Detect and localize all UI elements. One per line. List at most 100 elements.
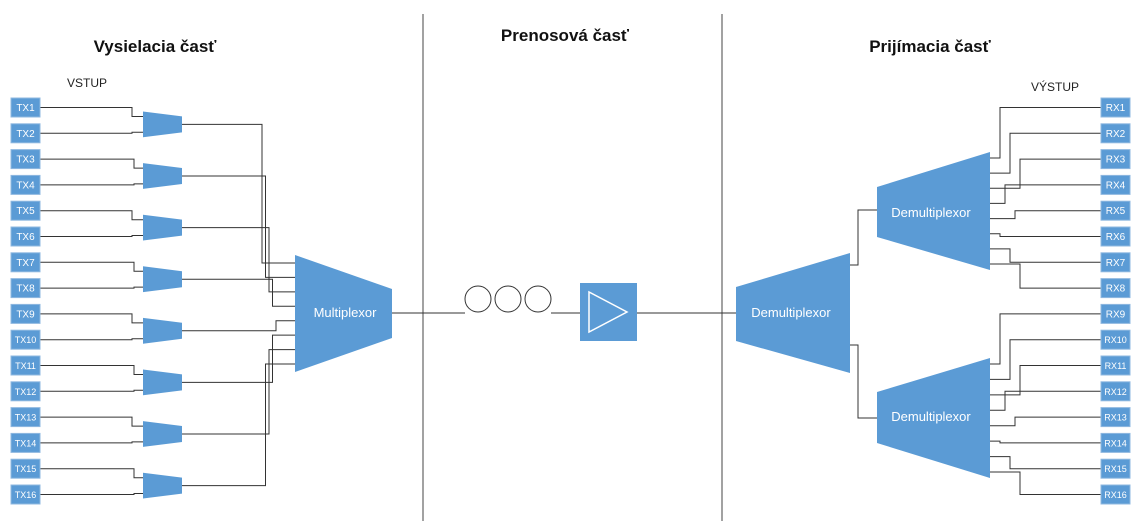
- tx-box: [10, 303, 41, 324]
- tx-box: [10, 484, 41, 505]
- tx-input-8: TX8: [10, 278, 41, 299]
- tx-box: [10, 97, 41, 118]
- rx-output-3: RX3: [1100, 149, 1131, 170]
- tx-label: TX1: [16, 103, 35, 114]
- rx-wire: [990, 365, 1101, 396]
- rx-box: [1100, 174, 1131, 195]
- tx-input-10: TX10: [10, 329, 41, 350]
- tx-wire: [40, 365, 143, 375]
- rx-output-6: RX6: [1100, 226, 1131, 247]
- tx-box: [10, 407, 41, 428]
- tx-label: TX12: [15, 387, 37, 397]
- rx-output-12: RX12: [1100, 381, 1131, 402]
- rx-output-11: RX11: [1100, 355, 1131, 376]
- rx-box: [1100, 97, 1131, 118]
- tx-input-7: TX7: [10, 252, 41, 273]
- tx-label: TX6: [16, 232, 35, 243]
- combiner-7: [143, 421, 182, 447]
- tx-input-13: TX13: [10, 407, 41, 428]
- rx-label: RX10: [1104, 335, 1127, 345]
- rx-wire: [990, 339, 1101, 380]
- branch-wire-lower: [850, 344, 877, 419]
- tx-label: TX9: [16, 309, 35, 320]
- fiber-coil-icon: [464, 285, 552, 313]
- rx-output-16: RX16: [1100, 484, 1131, 505]
- rx-wire: [990, 233, 1101, 237]
- receiver-outputs: RX1RX2RX3RX4RX5RX6RX7RX8RX9RX10RX11RX12R…: [1100, 97, 1131, 505]
- demultiplexor-main-label: Demultiplexor: [751, 305, 831, 320]
- branch-wire-upper: [850, 209, 877, 266]
- tx-input-12: TX12: [10, 381, 41, 402]
- tx-wire: [40, 131, 143, 134]
- rx-box: [1100, 278, 1131, 299]
- rx-wire: [990, 132, 1101, 174]
- combiner-wire: [182, 227, 295, 293]
- tx-box: [10, 432, 41, 453]
- tx-box: [10, 174, 41, 195]
- rx-wire: [990, 107, 1101, 159]
- tx-label: TX2: [16, 129, 35, 140]
- tx-input-6: TX6: [10, 226, 41, 247]
- combiner-2: [143, 163, 182, 189]
- rx-wire: [990, 184, 1101, 204]
- output-label: VÝSTUP: [1031, 79, 1079, 94]
- tx-input-3: TX3: [10, 149, 41, 170]
- rx-wire: [990, 440, 1101, 444]
- rx-wire: [990, 313, 1101, 365]
- rx-wire: [990, 263, 1101, 289]
- rx-output-9: RX9: [1100, 303, 1131, 324]
- rx-wire: [990, 456, 1101, 470]
- combiner-8: [143, 472, 182, 499]
- rx-label: RX6: [1106, 232, 1126, 243]
- rx-label: RX12: [1104, 387, 1127, 397]
- demultiplexor-main-block: [736, 253, 850, 373]
- rx-output-15: RX15: [1100, 458, 1131, 479]
- rx-wire: [990, 248, 1101, 263]
- rx-label: RX15: [1104, 464, 1127, 474]
- first-stage-combiners: [143, 111, 182, 499]
- tx-wire: [40, 389, 143, 392]
- tx-wire: [40, 441, 143, 444]
- rx-label: RX8: [1106, 284, 1126, 295]
- rx-label: RX5: [1106, 206, 1126, 217]
- combiner-wire: [182, 363, 295, 487]
- demultiplexor-upper-label: Demultiplexor: [891, 205, 971, 220]
- tx-input-2: TX2: [10, 123, 41, 144]
- rx-box: [1100, 149, 1131, 170]
- rx-output-14: RX14: [1100, 432, 1131, 453]
- rx-wire: [990, 158, 1101, 189]
- rx-output-10: RX10: [1100, 329, 1131, 350]
- tx-wire: [40, 313, 143, 324]
- receive-section-title: Prijímacia časť: [869, 37, 991, 56]
- combiner-wire: [182, 320, 295, 332]
- rx-output-8: RX8: [1100, 278, 1131, 299]
- rx-wire: [990, 210, 1101, 220]
- rx-label: RX13: [1104, 413, 1127, 423]
- rx-output-7: RX7: [1100, 252, 1131, 273]
- tx-wire: [40, 286, 143, 289]
- tx-input-4: TX4: [10, 174, 41, 195]
- tx-box: [10, 200, 41, 221]
- tx-input-1: TX1: [10, 97, 41, 118]
- demultiplexor-lower-label: Demultiplexor: [891, 409, 971, 424]
- tx-input-9: TX9: [10, 303, 41, 324]
- tx-box: [10, 355, 41, 376]
- rx-box: [1100, 200, 1131, 221]
- rx-box: [1100, 432, 1131, 453]
- tx-label: TX16: [15, 490, 37, 500]
- tx-label: TX7: [16, 258, 35, 269]
- rx-box: [1100, 381, 1131, 402]
- tx-wire: [40, 158, 143, 169]
- rx-label: RX14: [1104, 438, 1127, 448]
- input-label: VSTUP: [67, 76, 107, 90]
- rx-label: RX11: [1105, 361, 1127, 371]
- amplifier-triangle-icon: [580, 283, 637, 341]
- combiner-4: [143, 266, 182, 293]
- rx-label: RX9: [1106, 309, 1126, 320]
- rx-label: RX4: [1106, 180, 1126, 191]
- tx-label: TX13: [15, 413, 37, 423]
- rx-box: [1100, 484, 1131, 505]
- tx-wire: [40, 183, 143, 186]
- rx-wire: [990, 471, 1101, 495]
- rx-output-2: RX2: [1100, 123, 1131, 144]
